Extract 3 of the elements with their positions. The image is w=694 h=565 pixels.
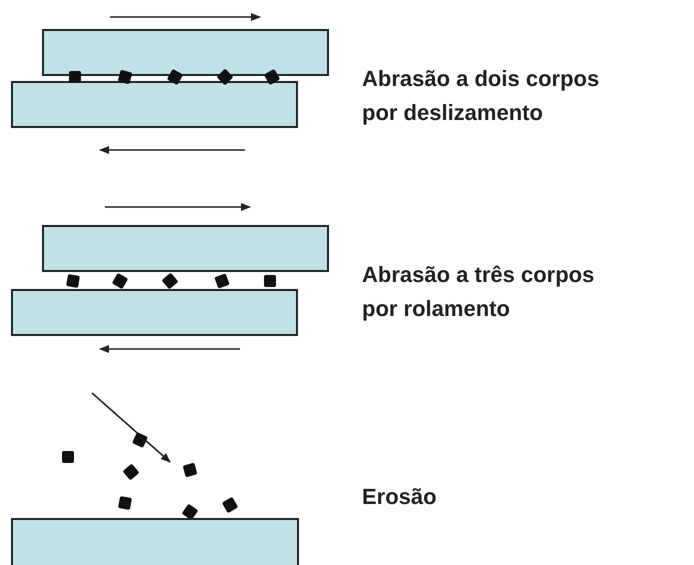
caption: Abrasão a dois corpos por deslizamento (362, 65, 600, 127)
caption: Abrasão a três corpos por rolamento (362, 261, 596, 323)
caption: Erosão (362, 483, 438, 511)
